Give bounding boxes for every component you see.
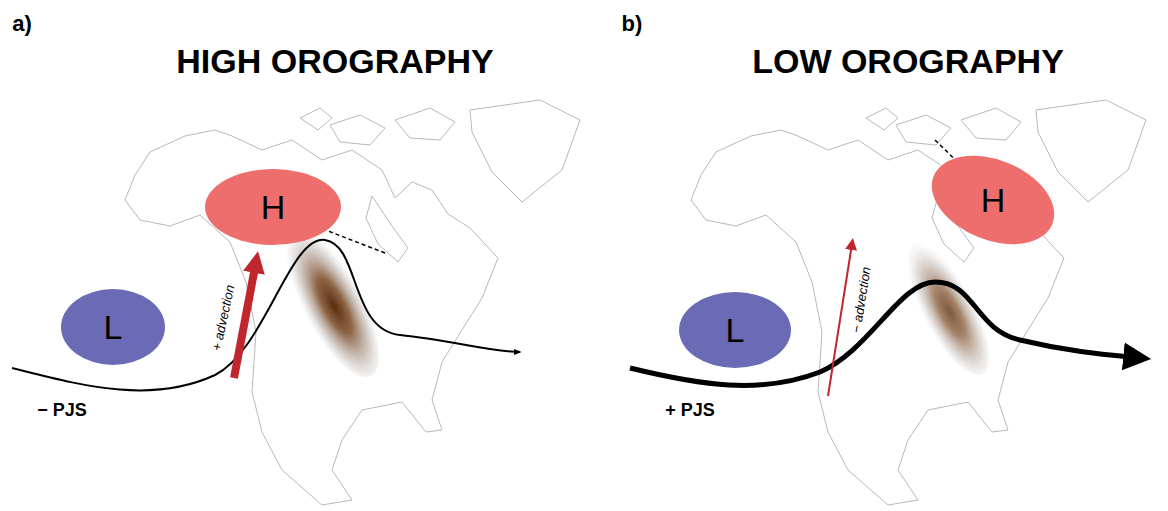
jet-stream — [12, 240, 520, 391]
high-pressure-ellipse: H — [929, 160, 1057, 240]
pressure-letter: H — [261, 190, 286, 224]
jet-label: − PJS — [37, 400, 87, 421]
high-pressure-ellipse: H — [205, 169, 341, 245]
low-pressure-ellipse: L — [679, 292, 791, 368]
ellipse-shape — [919, 139, 1068, 261]
jet-stream — [630, 282, 1140, 385]
advection-label: + advection — [209, 282, 238, 354]
low-pressure-ellipse: L — [61, 289, 165, 365]
pressure-letter: H — [981, 183, 1006, 217]
map-outline — [125, 100, 580, 505]
pressure-letter: L — [726, 313, 745, 347]
ellipse-shape — [679, 292, 791, 368]
advection-label: − advection — [849, 264, 875, 336]
advection-arrow — [828, 244, 852, 396]
ellipse-shape — [61, 289, 165, 365]
panel-title: LOW OROGRAPHY — [752, 42, 1064, 81]
panel-letter: a) — [12, 11, 32, 36]
orography-shading — [886, 224, 1005, 386]
ellipse-shape — [205, 169, 341, 245]
advection-arrow — [234, 262, 256, 378]
panel-title: HIGH OROGRAPHY — [176, 42, 493, 81]
panel-letter: b) — [622, 11, 643, 36]
jet-label: + PJS — [665, 400, 715, 421]
pressure-letter: L — [104, 310, 123, 344]
